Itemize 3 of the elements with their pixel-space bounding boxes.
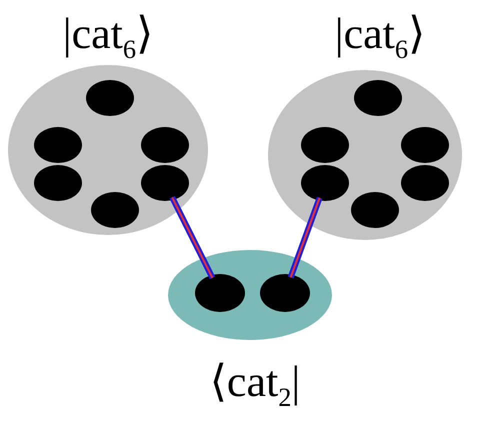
- state-label: |cat$_{6}$⟩: [62, 12, 154, 62]
- state-label: |cat$_{6}$⟩: [334, 12, 426, 62]
- state-label: ⟨cat$_{2}$|: [208, 360, 302, 410]
